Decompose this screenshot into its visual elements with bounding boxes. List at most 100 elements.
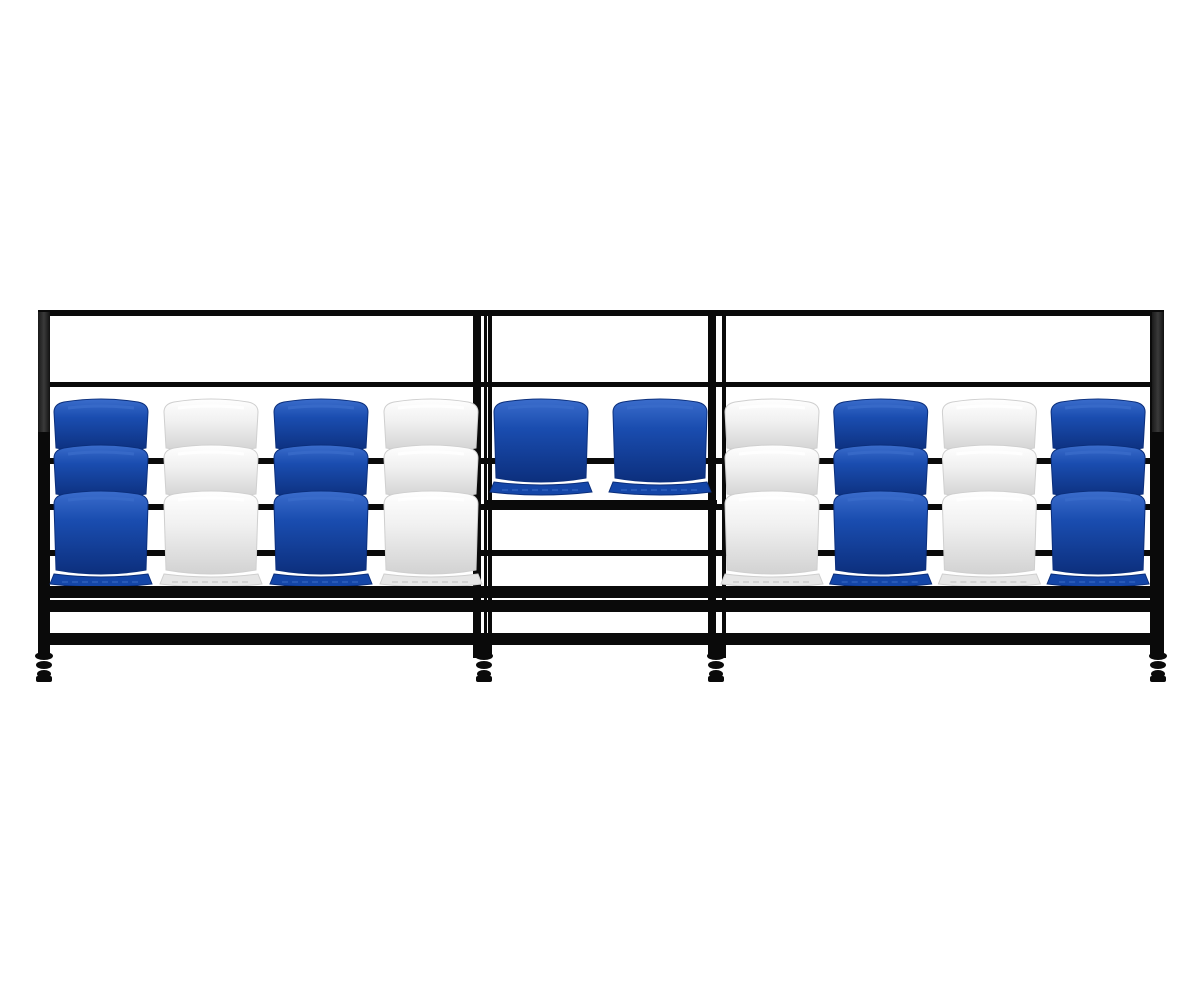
leveling-foot — [475, 645, 493, 682]
foot-disc — [475, 652, 493, 660]
seat-highlight — [1064, 404, 1132, 410]
end-panel — [38, 312, 50, 432]
tier-rail — [40, 458, 1164, 464]
seat-highlight — [626, 404, 694, 410]
seat-highlight — [287, 404, 355, 410]
seat-back — [273, 490, 369, 575]
seat-back — [724, 490, 820, 575]
seat-highlight — [177, 496, 245, 502]
top-rail — [38, 310, 1164, 316]
white-seat — [724, 444, 820, 499]
end-panel — [1152, 312, 1164, 432]
foot-pad — [708, 676, 724, 682]
seat-back — [612, 398, 708, 483]
leveling-foot — [1149, 645, 1167, 682]
blue-seat — [273, 398, 369, 453]
seat-highlight — [177, 404, 245, 410]
white-seat — [941, 398, 1037, 453]
leveling-foot — [35, 645, 53, 682]
seat-pan — [608, 481, 712, 496]
leveling-feet — [35, 645, 1167, 682]
seat-highlight — [847, 450, 914, 456]
blue-seat — [53, 444, 149, 499]
tier-rail — [40, 550, 1164, 556]
foot-disc — [1150, 661, 1166, 669]
seat-highlight — [956, 450, 1023, 456]
blue-seat — [49, 490, 153, 588]
seat-back — [273, 398, 369, 453]
front-rails — [40, 586, 1164, 645]
seat-back — [833, 444, 929, 499]
blue-seat — [833, 398, 929, 453]
seat-highlight — [956, 496, 1023, 502]
seat-highlight — [177, 450, 245, 456]
leveling-foot — [707, 645, 725, 682]
foot-stem — [710, 645, 722, 653]
white-seat — [379, 490, 483, 588]
seat-back — [53, 444, 149, 499]
foot-pad — [1150, 676, 1166, 682]
frame-post — [484, 316, 487, 656]
seat-ledge — [40, 586, 1164, 591]
seat-highlight — [847, 496, 914, 502]
foot-disc — [36, 661, 52, 669]
seat-back — [1050, 490, 1146, 575]
blue-seat — [833, 444, 929, 499]
seat-pan — [489, 481, 593, 496]
seat-highlight — [287, 450, 355, 456]
seat-back — [273, 444, 369, 499]
foot-disc — [1149, 652, 1167, 660]
front-rail — [40, 600, 1164, 612]
seat-highlight — [507, 404, 575, 410]
blue-seat — [608, 398, 712, 496]
frame-post — [712, 316, 715, 656]
blue-seat — [828, 490, 933, 588]
blue-seat — [53, 398, 149, 453]
seat-back — [493, 398, 589, 483]
seat-highlight — [1064, 496, 1132, 502]
foot-pad — [36, 676, 52, 682]
white-seat — [941, 444, 1037, 499]
seat-highlight — [67, 450, 135, 456]
white-seat — [937, 490, 1042, 588]
seat-back — [833, 398, 929, 453]
seat-highlight — [287, 496, 355, 502]
white-seat — [159, 490, 263, 588]
seat-highlight — [397, 404, 465, 410]
seat-highlight — [738, 450, 806, 456]
seat-back — [163, 444, 259, 499]
foot-disc — [707, 652, 725, 660]
frame-post — [488, 310, 492, 658]
seat-back — [941, 398, 1037, 453]
guard-rail — [50, 382, 1154, 387]
foot-stem — [478, 645, 490, 653]
seat-highlight — [1064, 450, 1132, 456]
frame-post — [722, 310, 726, 658]
blue-seat — [489, 398, 593, 496]
seat-back — [53, 490, 149, 575]
seat-back — [941, 490, 1037, 575]
seat-highlight — [397, 450, 465, 456]
foot-disc — [708, 661, 724, 669]
white-seat — [383, 398, 479, 453]
seat-back — [724, 444, 820, 499]
seat-back — [724, 398, 820, 453]
metal-frame — [38, 310, 1164, 658]
white-seat — [720, 490, 824, 588]
seat-highlight — [738, 496, 806, 502]
foot-stem — [38, 645, 50, 653]
seat-back — [1050, 444, 1146, 499]
blue-seat — [273, 444, 369, 499]
base-rail — [40, 633, 1164, 645]
white-seat — [724, 398, 820, 453]
seat-back — [833, 490, 929, 575]
blue-seat — [269, 490, 373, 588]
seat-back — [1050, 398, 1146, 453]
foot-disc — [476, 661, 492, 669]
seat-back — [383, 490, 479, 575]
middle-deck-rail — [485, 500, 717, 509]
seat-highlight — [397, 496, 465, 502]
seat-highlight — [738, 404, 806, 410]
white-seat — [163, 398, 259, 453]
